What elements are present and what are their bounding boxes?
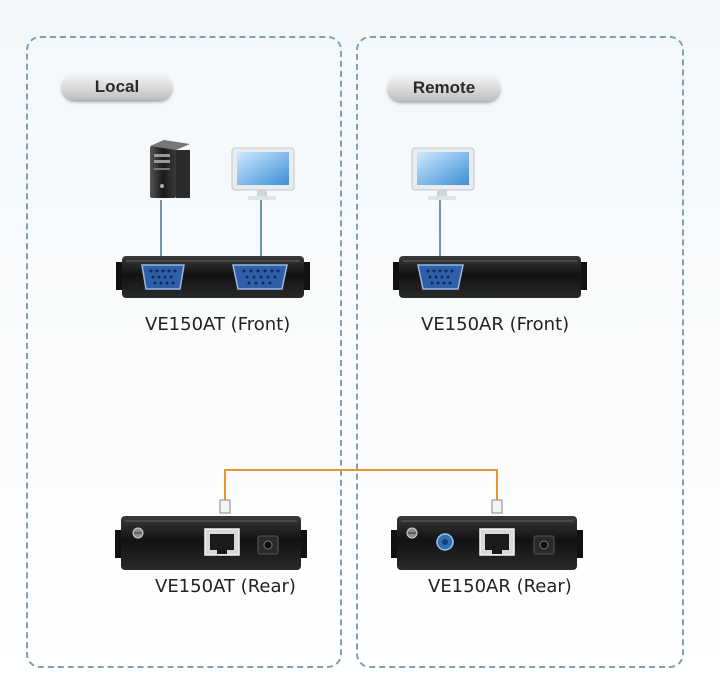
ve150at-rear-unit [115, 516, 307, 570]
monitor-icon [231, 147, 295, 200]
rj45-plug [491, 499, 503, 514]
vga-port-icon [417, 264, 464, 290]
cat5-cable [219, 469, 503, 514]
rj45-plug [219, 499, 231, 514]
local-panel [26, 36, 342, 668]
remote-panel [356, 36, 684, 668]
grounding-screw-icon [132, 527, 144, 539]
ve150ar-front-unit [393, 256, 587, 298]
monitor-icon [411, 147, 475, 200]
ve150at-front-caption: VE150AT (Front) [145, 314, 291, 335]
desktop-tower-icon [150, 140, 190, 198]
vga-port-icon [141, 264, 185, 290]
local-label: Local [62, 74, 172, 100]
ve150ar-front-caption: VE150AR (Front) [421, 314, 570, 335]
remote-label: Remote [388, 75, 500, 101]
vga-port-icon [232, 264, 288, 290]
ve150at-front-unit [116, 256, 310, 298]
rj45-port-icon [479, 528, 515, 556]
power-jack-icon [257, 535, 279, 555]
ve150ar-rear-unit [391, 516, 583, 570]
ve150at-rear-caption: VE150AT (Rear) [155, 576, 296, 597]
power-jack-icon [533, 535, 555, 555]
rj45-port-icon [204, 528, 240, 556]
grounding-screw-icon [406, 527, 418, 539]
ve150ar-rear-caption: VE150AR (Rear) [428, 576, 572, 597]
adjust-knob-icon [436, 533, 454, 551]
